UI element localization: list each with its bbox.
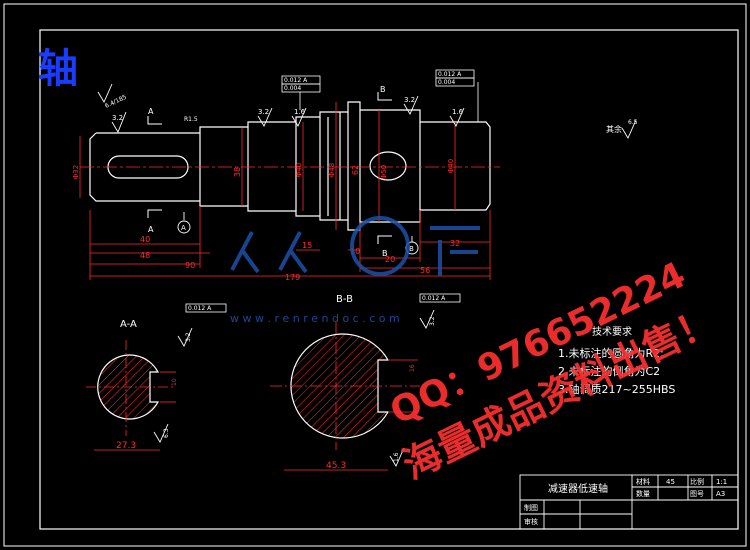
svg-text:Φ50: Φ50 — [380, 165, 388, 179]
title-block-check-label: 审核 — [524, 517, 538, 526]
section-aa-roughness2: 6.3 — [163, 428, 170, 438]
diameter-labels: Φ32 38 Φ40 Φ48 62 Φ50 Φ40 — [72, 159, 455, 179]
watermark-site: w w w . r e n r e n d o c . c o m — [230, 312, 400, 325]
roughness-text-6: 1.6 — [452, 108, 464, 116]
svg-text:Φ40: Φ40 — [295, 163, 303, 177]
tol-frame-2b: 0.004 — [438, 79, 455, 86]
section-aa-tolerance: 0.012 A — [188, 305, 212, 312]
title-block-sheet: A3 — [716, 490, 725, 498]
section-aa-depth: 10 — [171, 378, 178, 386]
title-block — [519, 474, 739, 530]
svg-text:32: 32 — [450, 239, 460, 248]
main-dimensions — [79, 102, 491, 280]
roughness-symbols — [97, 83, 637, 139]
section-bb-roughness: 3.2 — [429, 316, 436, 326]
tolerance-frames — [281, 69, 479, 122]
section-bb-width: 45.3 — [326, 461, 346, 471]
title-block-name: 减速器低速轴 — [548, 482, 608, 495]
title-block-draw-label: 制图 — [524, 503, 538, 512]
svg-text:48: 48 — [140, 251, 150, 260]
roughness-text-1: 6.4/185 — [104, 94, 128, 110]
tol-frame-1a: 0.012 A — [284, 77, 308, 84]
datum-b: B — [409, 245, 414, 253]
section-bb-roughness2: 1.6 — [393, 452, 400, 462]
svg-text:38: 38 — [233, 167, 242, 177]
roughness-text-3: 3.2 — [258, 108, 269, 116]
section-mark-a-top: A — [148, 107, 154, 116]
tech-req-item-3: 3.轴调质217~255HBS — [558, 382, 675, 396]
section-bb — [270, 293, 461, 471]
svg-text:56: 56 — [420, 266, 430, 275]
outer-frame — [3, 3, 747, 547]
tech-req-item-1: 1.未标注的圆角为R2; — [558, 346, 664, 360]
section-mark-a-bottom: A — [148, 225, 154, 234]
datum-a: A — [181, 224, 186, 232]
watermark-logo — [230, 216, 480, 276]
section-aa-roughness: 3.2 — [185, 332, 192, 342]
svg-text:10: 10 — [350, 247, 360, 256]
section-aa-width: 27.3 — [116, 441, 136, 451]
rounding-label: R1.5 — [184, 116, 198, 123]
svg-text:90: 90 — [185, 261, 195, 270]
svg-text:62: 62 — [351, 165, 360, 175]
section-aa — [86, 303, 227, 451]
tech-req-heading: 技术要求 — [592, 325, 632, 338]
section-aa-label: A-A — [120, 319, 137, 330]
section-bb-tolerance: 0.012 A — [422, 295, 446, 302]
tol-frame-1b: 0.004 — [284, 85, 301, 92]
drawing-title: 轴 — [38, 45, 78, 92]
other-roughness-label: 其余 — [606, 124, 622, 134]
roughness-text-2: 3.2 — [112, 114, 123, 122]
svg-text:Φ32: Φ32 — [72, 165, 80, 179]
tech-req-item-2: 2.未标注的倒角为C2 — [558, 364, 660, 378]
datum-markers — [177, 212, 419, 255]
title-block-scale: 1:1 — [716, 478, 727, 486]
svg-text:15: 15 — [302, 241, 312, 250]
svg-text:20: 20 — [385, 255, 395, 264]
title-block-material-label: 材料 — [636, 477, 650, 486]
horizontal-dim-values: 40 48 90 15 10 20 32 56 179 — [140, 235, 460, 282]
svg-text:179: 179 — [285, 273, 300, 282]
shaft-main-view — [89, 101, 491, 231]
title-block-qty-label: 数量 — [636, 489, 650, 498]
section-mark-b-bottom: B — [382, 249, 388, 258]
svg-text:Φ40: Φ40 — [447, 159, 455, 173]
tol-frame-2a: 0.012 A — [438, 71, 462, 78]
title-block-scale-label: 比例 — [690, 477, 704, 486]
section-mark-b-top: B — [380, 85, 386, 94]
section-bb-label: B-B — [336, 294, 353, 305]
svg-text:Φ48: Φ48 — [328, 163, 336, 177]
section-marks — [147, 92, 392, 244]
other-roughness-value: 6.5 — [628, 119, 638, 126]
section-bb-key-width: 16 — [409, 364, 416, 372]
inner-frame — [39, 29, 739, 530]
title-block-material: 45 — [666, 478, 675, 486]
roughness-text-5: 3.2 — [404, 96, 415, 104]
title-block-sheet-label: 图号 — [690, 490, 704, 498]
roughness-text-4: 1.6 — [294, 108, 306, 116]
svg-text:40: 40 — [140, 235, 150, 244]
